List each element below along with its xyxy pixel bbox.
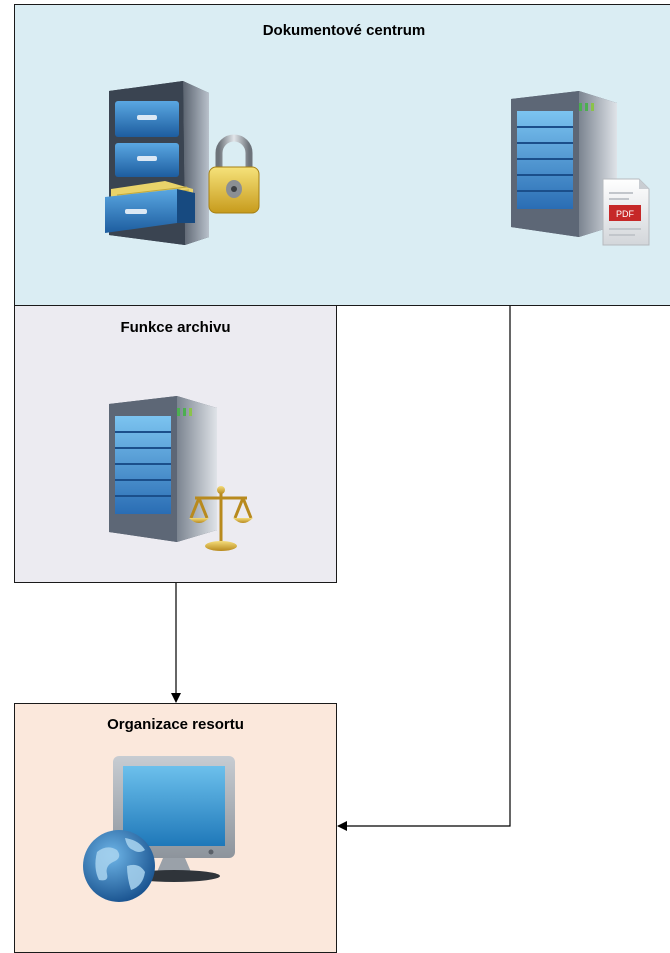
- archive-node: Funkce archivu: [14, 305, 337, 583]
- scales-server-icon: [109, 396, 253, 551]
- org-node: Organizace resortu: [14, 703, 337, 953]
- pdf-server-icon: PDF: [511, 91, 650, 246]
- doc-center-node: Dokumentové centrum: [14, 4, 670, 306]
- doc-center-title: Dokumentové centrum: [262, 22, 426, 39]
- edge-doc-center-to-org: [337, 306, 511, 831]
- org-title: Organizace resortu: [107, 716, 244, 733]
- archive-title: Funkce archivu: [120, 319, 231, 336]
- locked-file-cabinet-icon: [105, 81, 260, 245]
- globe-monitor-icon: [83, 756, 235, 902]
- pdf-badge-text: PDF: [616, 209, 635, 219]
